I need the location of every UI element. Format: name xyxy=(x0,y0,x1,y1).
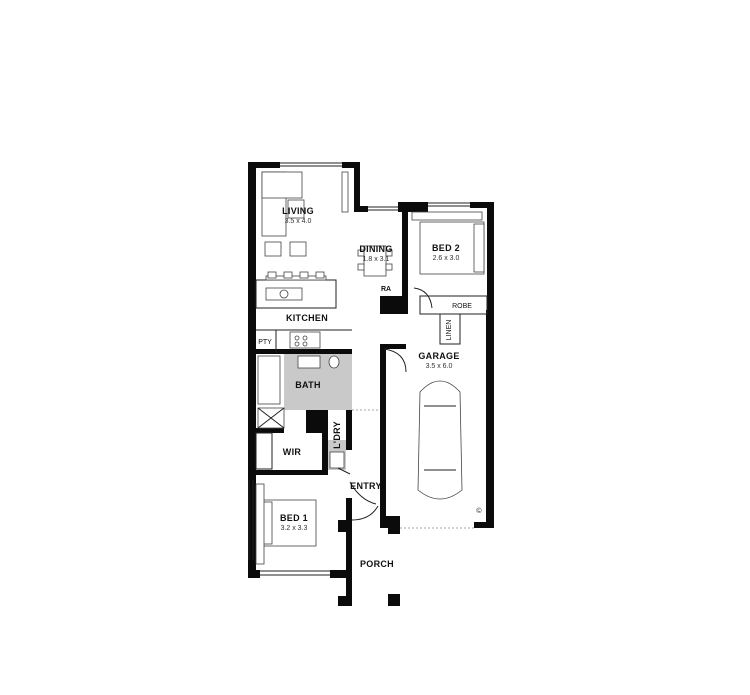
robe-label: ROBE xyxy=(452,303,472,310)
doors xyxy=(337,287,474,529)
porch-label: PORCH xyxy=(360,559,394,569)
walls xyxy=(248,162,494,606)
laundry-area xyxy=(328,440,346,470)
bed1-dims: 3.2 x 3.3 xyxy=(281,525,308,532)
bath-area xyxy=(257,354,352,429)
garage-car xyxy=(417,380,463,500)
room-labels: LIVING 3.5 x 4.0 DINING 1.8 x 3.1 BED 2 … xyxy=(258,206,482,569)
bed1-label: BED 1 xyxy=(280,513,308,523)
laundry-label: L'DRY xyxy=(332,421,342,449)
copyright-symbol: © xyxy=(476,507,482,515)
entry-label: ENTRY xyxy=(350,481,382,491)
living-label: LIVING xyxy=(282,206,314,216)
garage-dims: 3.5 x 6.0 xyxy=(426,363,453,370)
ra-label: RA xyxy=(381,286,391,293)
pty-label: PTY xyxy=(258,339,272,346)
kitchen-furniture xyxy=(289,331,321,349)
dining-furniture xyxy=(357,245,393,277)
kitchen-label: KITCHEN xyxy=(286,313,328,323)
windows xyxy=(248,162,470,576)
living-furniture xyxy=(261,171,349,301)
dining-label: DINING xyxy=(359,244,392,254)
wir-label: WIR xyxy=(283,447,302,457)
bed2-furniture xyxy=(411,211,485,275)
living-dims: 3.5 x 4.0 xyxy=(285,218,312,225)
bed2-label: BED 2 xyxy=(432,243,460,253)
bed2-dims: 2.6 x 3.0 xyxy=(433,255,460,262)
linen-label: LINEN xyxy=(446,320,453,341)
garage-label: GARAGE xyxy=(418,351,459,361)
bed1-furniture xyxy=(255,483,317,565)
bath-label: BATH xyxy=(295,380,321,390)
dining-dims: 1.8 x 3.1 xyxy=(363,256,390,263)
